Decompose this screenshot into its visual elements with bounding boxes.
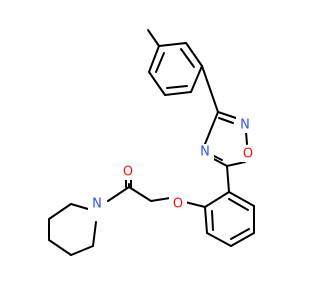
bond-phenyl-4: [230, 232, 255, 247]
molecule-structure: N O N O O N: [48, 29, 257, 256]
bond-layer: [48, 29, 255, 256]
ether-o-label: O: [173, 197, 183, 212]
bond-oxadiazole-phenyl: [226, 165, 230, 193]
bond-phenyl-6: [228, 191, 255, 207]
bond-phenyl-2-inner: [211, 210, 214, 231]
bond-tolyl-1: [158, 42, 187, 47]
oxadiazole-o-label: O: [243, 147, 253, 162]
bond-phenyl-ether: [184, 201, 206, 208]
bond-tolyl-2-inner: [180, 48, 195, 68]
oxadiazole-n-label: N: [240, 118, 250, 133]
bond-tolyl-5: [148, 71, 166, 96]
structure-drawing: N O N O O N: [48, 29, 257, 256]
bond-pip-6: [92, 221, 97, 247]
bond-oxa-o1-c5: [226, 161, 246, 167]
oxadiazole-n4-label: N: [200, 145, 210, 160]
bond-pip-2: [48, 203, 72, 220]
bond-phenyl-6-inner: [228, 198, 249, 211]
bond-tolyl-6: [148, 45, 160, 73]
bond-tolyl-3: [190, 65, 203, 93]
bond-tolyl-4-inner: [166, 85, 188, 89]
bond-methyl: [147, 29, 160, 47]
bond-phenyl-2: [204, 206, 208, 234]
bond-pip-4: [48, 239, 72, 256]
atom-label-layer: N O N O O N: [88, 117, 257, 212]
bond-oxa-c3-n2-inner: [218, 117, 234, 124]
bond-tolyl-6-inner: [155, 52, 165, 73]
bond-tolyl-2: [185, 42, 203, 67]
bond-oxa-c3-n2: [217, 111, 237, 119]
bond-phenyl-4-inner: [230, 228, 250, 240]
bond-ether-ch2: [150, 197, 171, 202]
bond-oxa-n4-c3: [204, 111, 219, 145]
bond-oxa-c5-n4-inner: [213, 155, 223, 161]
bond-aryl-oxadiazole: [201, 65, 219, 113]
bond-pip-1: [70, 203, 89, 210]
bond-pip-5: [70, 245, 94, 256]
ketone-o-label: O: [123, 165, 133, 180]
bond-carbonyl-n: [107, 186, 130, 202]
bond-phenyl-1: [204, 191, 230, 208]
bond-phenyl-3: [206, 232, 232, 247]
bond-ch2-carbonyl: [128, 186, 152, 202]
bond-tolyl-4: [164, 91, 192, 96]
bond-oxa-n2-o1: [245, 131, 248, 145]
bond-oxa-c5-n4: [211, 157, 228, 167]
piperidine-n-label: N: [92, 197, 102, 212]
